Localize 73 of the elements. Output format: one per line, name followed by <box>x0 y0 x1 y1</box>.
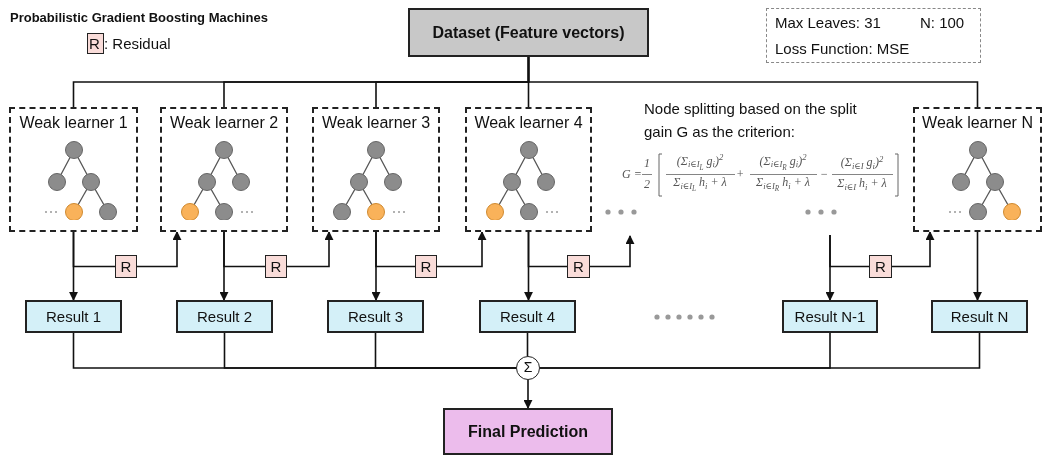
formula-term: G = <box>622 168 642 182</box>
box-label: Result 2 <box>197 308 252 325</box>
result-box <box>479 300 576 333</box>
arrow <box>436 231 487 268</box>
diagram-title: Probabilistic Gradient Boosting Machines <box>10 11 268 26</box>
arrow <box>523 379 533 409</box>
formula-term: + <box>735 168 745 182</box>
box-label: R <box>120 258 132 275</box>
weak-learner-box <box>9 107 138 232</box>
parameter-text: Loss Function: MSE <box>775 41 910 58</box>
box-label: R <box>573 258 584 275</box>
box-label: R <box>875 258 886 275</box>
residual-box <box>567 255 590 278</box>
arrow <box>286 231 334 268</box>
residual-box <box>415 255 437 278</box>
box-label: Result 4 <box>500 308 555 325</box>
parameter-text: N: 100 <box>920 15 965 32</box>
connector-line <box>526 332 529 357</box>
residual-box <box>115 255 137 278</box>
note-text: Node splitting based on the split gain G as the criterion: <box>644 99 858 143</box>
connector-line <box>375 231 416 268</box>
arrow <box>891 231 935 268</box>
learner-title: Weak learner 4 <box>474 114 583 132</box>
formula-term: (Σ$_{i∈I}$$_{R}$ g$_{i}$)$^{2}$ <box>759 153 807 173</box>
arrow <box>589 235 635 268</box>
weak-learner-box <box>160 107 288 232</box>
parameter-box <box>766 8 981 63</box>
weak-learner-box <box>312 107 440 232</box>
result-box <box>931 300 1028 333</box>
box-label: Result 1 <box>46 308 101 325</box>
legend-text: : Residual <box>104 36 171 53</box>
connector-line <box>539 332 981 369</box>
connector-line <box>223 231 266 268</box>
result-box <box>25 300 122 333</box>
learner-title: Weak learner 1 <box>19 114 128 132</box>
box-label: Dataset (Feature vectors) <box>432 23 625 42</box>
box-label: R <box>420 258 432 275</box>
weak-learner-box <box>913 107 1042 232</box>
formula-term: 1 <box>644 157 650 171</box>
connector-line <box>374 332 517 369</box>
box-label: R <box>270 258 282 275</box>
connector-line <box>829 234 870 268</box>
formula-term: (Σ$_{i∈I}$ g$_{i}$)$^{2}$ <box>840 154 884 172</box>
box-label: Final Prediction <box>468 422 588 441</box>
parameter-text: Max Leaves: 31 <box>775 15 881 32</box>
box-label: Result N <box>950 308 1009 325</box>
residual-box <box>869 255 892 278</box>
formula-term: (Σ$_{i∈I}$$_{L}$ g$_{i}$)$^{2}$ <box>676 153 724 173</box>
sum-circle <box>516 356 540 380</box>
legend-symbol: R <box>89 36 100 53</box>
dataset-box <box>408 8 649 57</box>
formula-term: 2 <box>644 178 650 192</box>
connector-line <box>527 56 979 108</box>
result-box <box>782 300 878 333</box>
arrow <box>136 231 182 268</box>
learner-title: Weak learner N <box>922 114 1033 132</box>
result-box <box>327 300 424 333</box>
connector-line <box>72 231 116 268</box>
box-label: Result 3 <box>348 308 403 325</box>
residual-box <box>265 255 287 278</box>
arrow <box>973 231 982 301</box>
weak-learner-box <box>465 107 592 232</box>
formula-term: Σ$_{i∈I}$ h$_{i}$ + λ <box>837 177 887 193</box>
formula-term: Σ$_{i∈I}$$_{L}$ h$_{i}$ + λ <box>673 176 727 194</box>
learner-title: Weak learner 2 <box>169 114 279 132</box>
formula-term: Σ$_{i∈I}$$_{R}$ h$_{i}$ + λ <box>756 176 810 194</box>
formula-term: − <box>819 168 829 182</box>
sum-symbol: Σ <box>523 360 533 376</box>
result-box <box>176 300 273 333</box>
connector-line <box>527 231 568 268</box>
final-prediction-box <box>443 408 613 455</box>
learner-title: Weak learner 3 <box>321 114 431 132</box>
box-label: Result N-1 <box>794 308 866 325</box>
